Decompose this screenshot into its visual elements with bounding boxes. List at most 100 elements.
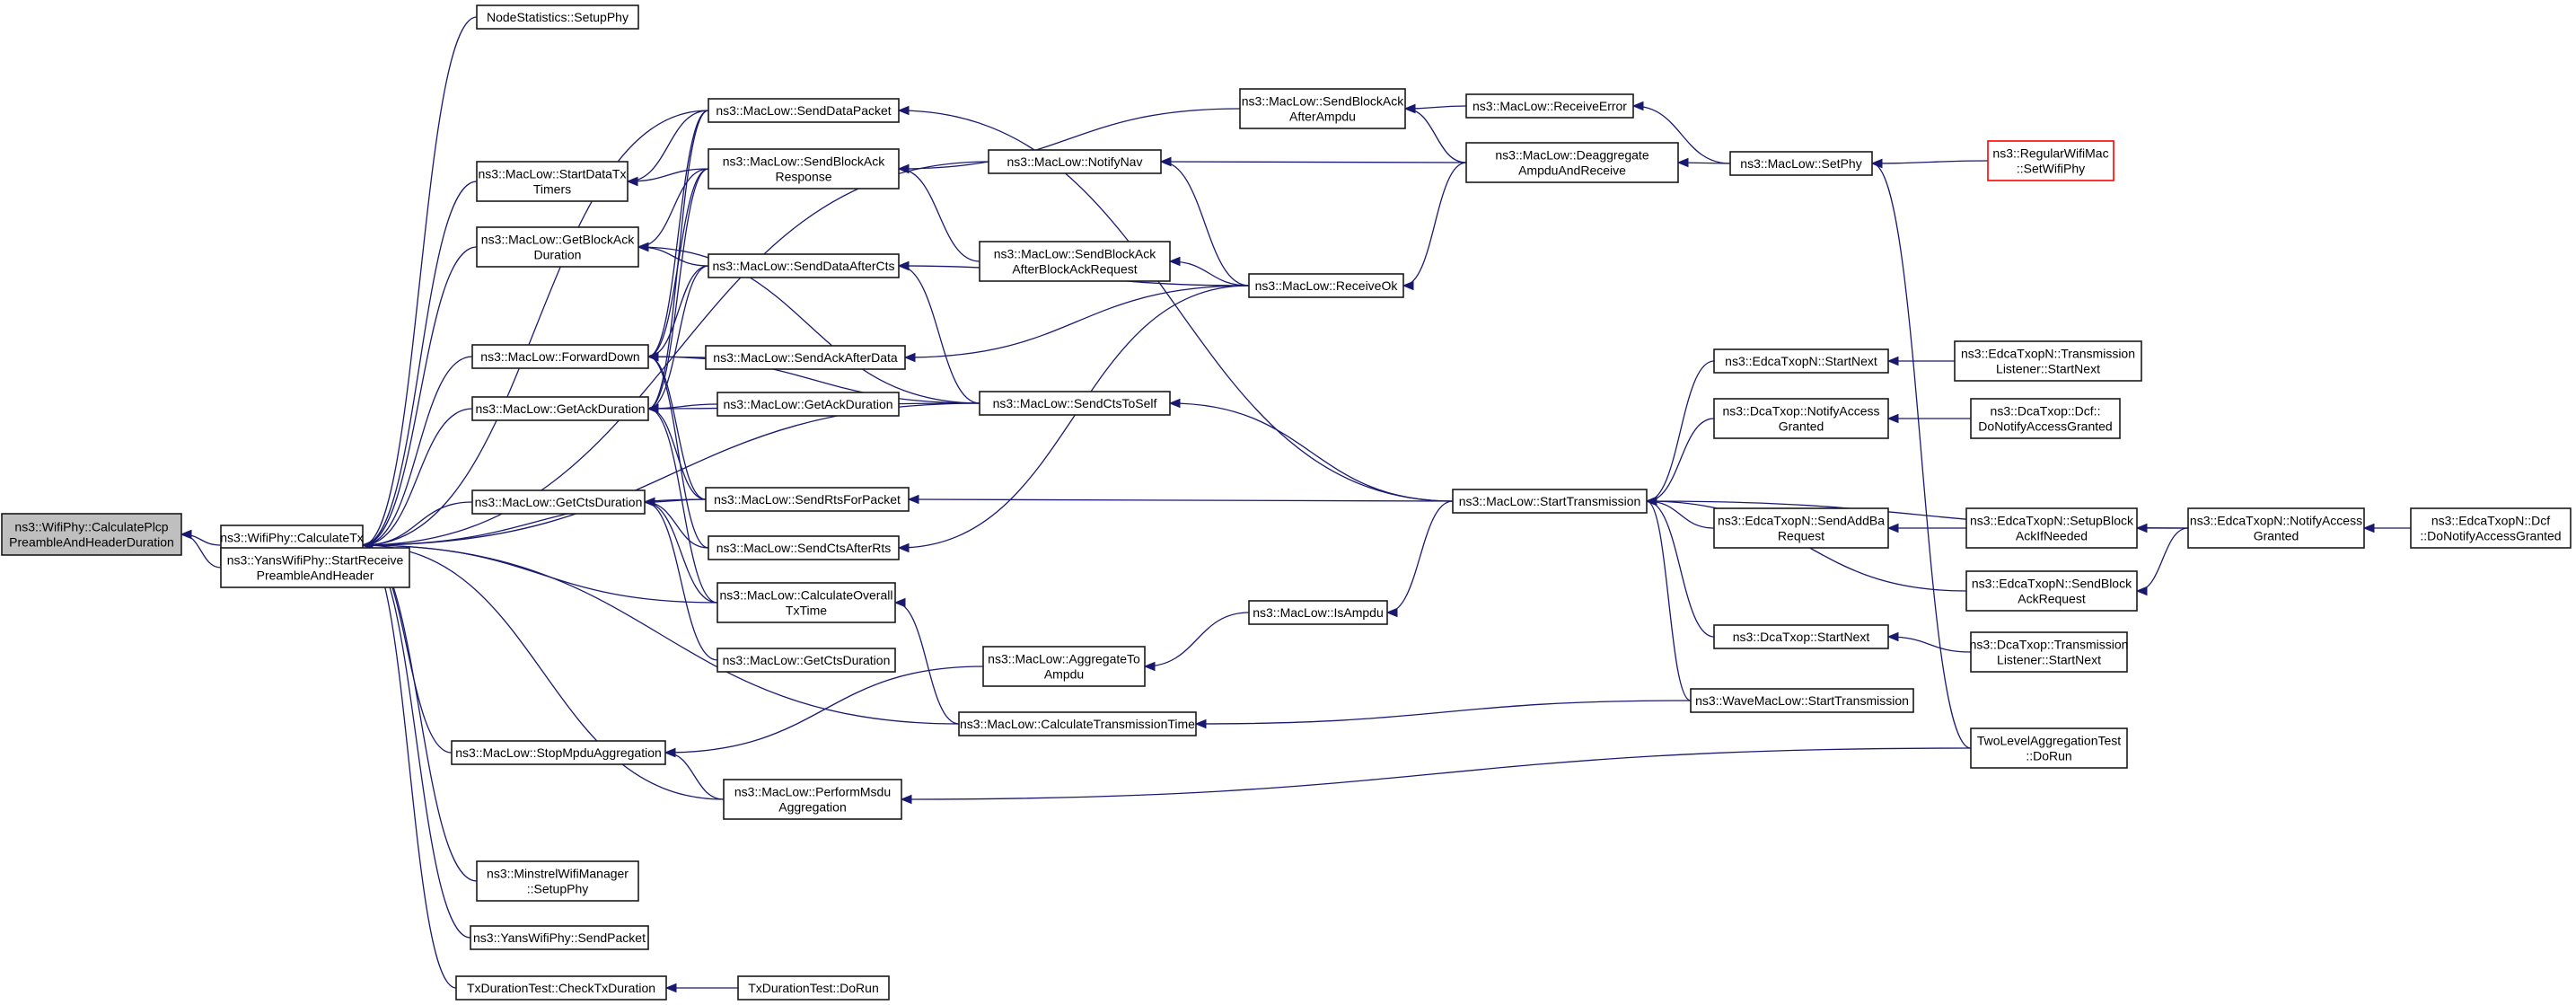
call-edge-line [898,110,1454,502]
arrowhead [646,403,659,414]
function-node-setPhy[interactable]: ns3::MacLow::SetPhy [1729,151,1873,176]
function-node-getCtsDur[interactable]: ns3::MacLow::GetCtsDuration [471,489,646,515]
function-node-sendDataPacket[interactable]: ns3::MacLow::SendDataPacket [708,98,900,123]
call-edge-line [1402,162,1467,287]
call-edge-edcaDcfNotify-to-edcaNotifyAccess [2362,523,2411,533]
function-node-root[interactable]: ns3::WifiPhy::CalculatePlcpPreambleAndHe… [1,513,182,556]
function-node-getCtsDur2[interactable]: ns3::MacLow::GetCtsDuration [717,648,896,673]
function-node-twoLevel[interactable]: TwoLevelAggregationTest::DoRun [1970,727,2128,769]
function-node-waveStart[interactable]: ns3::WaveMacLow::StartTransmission [1690,688,1914,713]
arrowhead [2362,523,2375,533]
node-label-line: ns3::DcaTxop::NotifyAccess [1722,404,1879,419]
function-node-regularWifiMac[interactable]: ns3::RegularWifiMac::SetWifiPhy [1987,140,2114,181]
call-edge-performMsdu-to-stopMpdu [664,747,725,800]
function-node-edcaNotifyAccess[interactable]: ns3::EdcaTxopN::NotifyAccessGranted [2187,507,2365,549]
node-box [1239,88,1406,129]
call-edge-startTransmission-to-sendCtsToSelf [1168,398,1454,502]
node-box [1729,151,1873,176]
arrowhead [637,242,649,252]
function-node-yansSend[interactable]: ns3::YansWifiPhy::SendPacket [470,925,649,950]
call-edge-line [644,501,718,604]
call-edge-line [1887,636,1972,653]
arrowhead [897,542,910,553]
call-edge-line [637,246,980,404]
function-node-sendAckAfterData[interactable]: ns3::MacLow::SendAckAfterData [705,345,906,370]
call-edge-sendBlockAckAfterReq-to-sendBlockAckResp [897,163,980,262]
function-node-sendDataAfterCts[interactable]: ns3::MacLow::SendDataAfterCts [708,253,900,278]
arrowhead [1168,256,1181,267]
node-box [1713,507,1889,549]
call-edge-line [904,285,1250,358]
function-node-edcaStartNext[interactable]: ns3::EdcaTxopN::StartNext [1713,348,1889,374]
function-node-sendCtsToSelf[interactable]: ns3::MacLow::SendCtsToSelf [979,391,1171,416]
function-node-sendRts[interactable]: ns3::MacLow::SendRtsForPacket [705,487,910,512]
call-edge-line [898,285,1250,549]
call-edge-line [1160,161,1250,287]
node-label-line: ns3::MacLow::CalculateOverall [720,588,893,603]
function-node-notifyNav[interactable]: ns3::MacLow::NotifyNav [988,149,1162,174]
call-edge-calcOverall-to-getCtsDur [643,497,718,604]
node-label-line: ns3::EdcaTxopN::SetupBlock [1970,514,2134,528]
call-edge-startTransmission-to-sendRts [907,494,1454,505]
node-label-line: Request [1778,529,1824,543]
function-node-dcaTransListener[interactable]: ns3::DcaTxop::TransmissionListener::Star… [1970,631,2129,673]
node-label-line: Granted [1779,419,1824,434]
function-node-receiveError[interactable]: ns3::MacLow::ReceiveError [1465,93,1634,119]
node-label-line: ns3::MacLow::SendDataAfterCts [712,259,894,273]
node-box [708,148,900,190]
node-label-line: ns3::MacLow::ForwardDown [480,349,639,364]
arrowhead [1886,413,1899,424]
function-node-edcaDcfNotify[interactable]: ns3::EdcaTxopN::Dcf::DoNotifyAccessGrant… [2410,507,2572,549]
function-node-sendBlockAckAfterReq[interactable]: ns3::MacLow::SendBlockAckAfterBlockAckRe… [979,241,1171,282]
function-node-calcTransTime[interactable]: ns3::MacLow::CalculateTransmissionTime [958,711,1197,736]
function-node-edcaTransListener[interactable]: ns3::EdcaTxopN::TransmissionListener::St… [1954,340,2142,382]
call-edge-line [898,168,980,262]
arrowhead [1168,398,1181,409]
function-node-dcaNotifyAccess[interactable]: ns3::DcaTxop::NotifyAccessGranted [1713,398,1889,439]
function-node-getAckDur[interactable]: ns3::MacLow::GetAckDuration [471,396,649,421]
function-node-forwardDown[interactable]: ns3::MacLow::ForwardDown [471,344,649,369]
node-label-line: ns3::MacLow::AggregateTo [988,652,1140,666]
function-node-startTransmission[interactable]: ns3::MacLow::StartTransmission [1452,489,1648,514]
arrowhead [1143,661,1156,672]
function-node-dcaDcfNotify[interactable]: ns3::DcaTxop::Dcf::DoNotifyAccessGranted [1970,398,2121,439]
call-edge-edcaNotifyAccess-to-edcaSendBlockAck [2135,527,2189,596]
node-box [988,149,1162,174]
node-box [1248,600,1388,625]
function-node-isAmpdu[interactable]: ns3::MacLow::IsAmpdu [1248,600,1388,625]
function-node-txDurRun[interactable]: TxDurationTest::DoRun [737,975,890,1001]
function-node-receiveOk[interactable]: ns3::MacLow::ReceiveOk [1248,273,1404,298]
call-edge-line [2136,527,2189,592]
node-box [708,253,900,278]
function-node-dcaStartNext[interactable]: ns3::DcaTxop::StartNext [1713,624,1889,649]
function-node-stopMpdu[interactable]: ns3::MacLow::StopMpduAggregation [451,740,666,765]
arrowhead [1385,607,1398,618]
function-node-minstrel[interactable]: ns3::MinstrelWifiManager::SetupPhy [476,860,639,902]
call-edge-line [1144,612,1250,667]
call-edge-deaggregate-to-receiveOk [1402,162,1467,291]
function-node-getAckDur2[interactable]: ns3::MacLow::GetAckDuration [717,392,900,417]
function-node-nodeStats[interactable]: NodeStatistics::SetupPhy [476,4,639,30]
arrowhead [1676,157,1689,168]
call-edge-sendDataPacket-to-startDataTx [626,110,709,187]
arrowhead [897,260,910,271]
function-node-txDurCheck[interactable]: TxDurationTest::CheckTxDuration [455,975,667,1001]
node-label-line: Granted [2254,529,2299,543]
node-box [1965,507,2138,549]
node-box [471,396,649,421]
node-label-line: ns3::YansWifiPhy::SendPacket [473,930,646,945]
function-node-yansStart[interactable]: ns3::YansWifiPhy::StartReceivePreambleAn… [220,547,410,588]
call-edge-line [362,544,960,725]
function-node-sendCtsAfterRts[interactable]: ns3::MacLow::SendCtsAfterRts [708,535,900,560]
